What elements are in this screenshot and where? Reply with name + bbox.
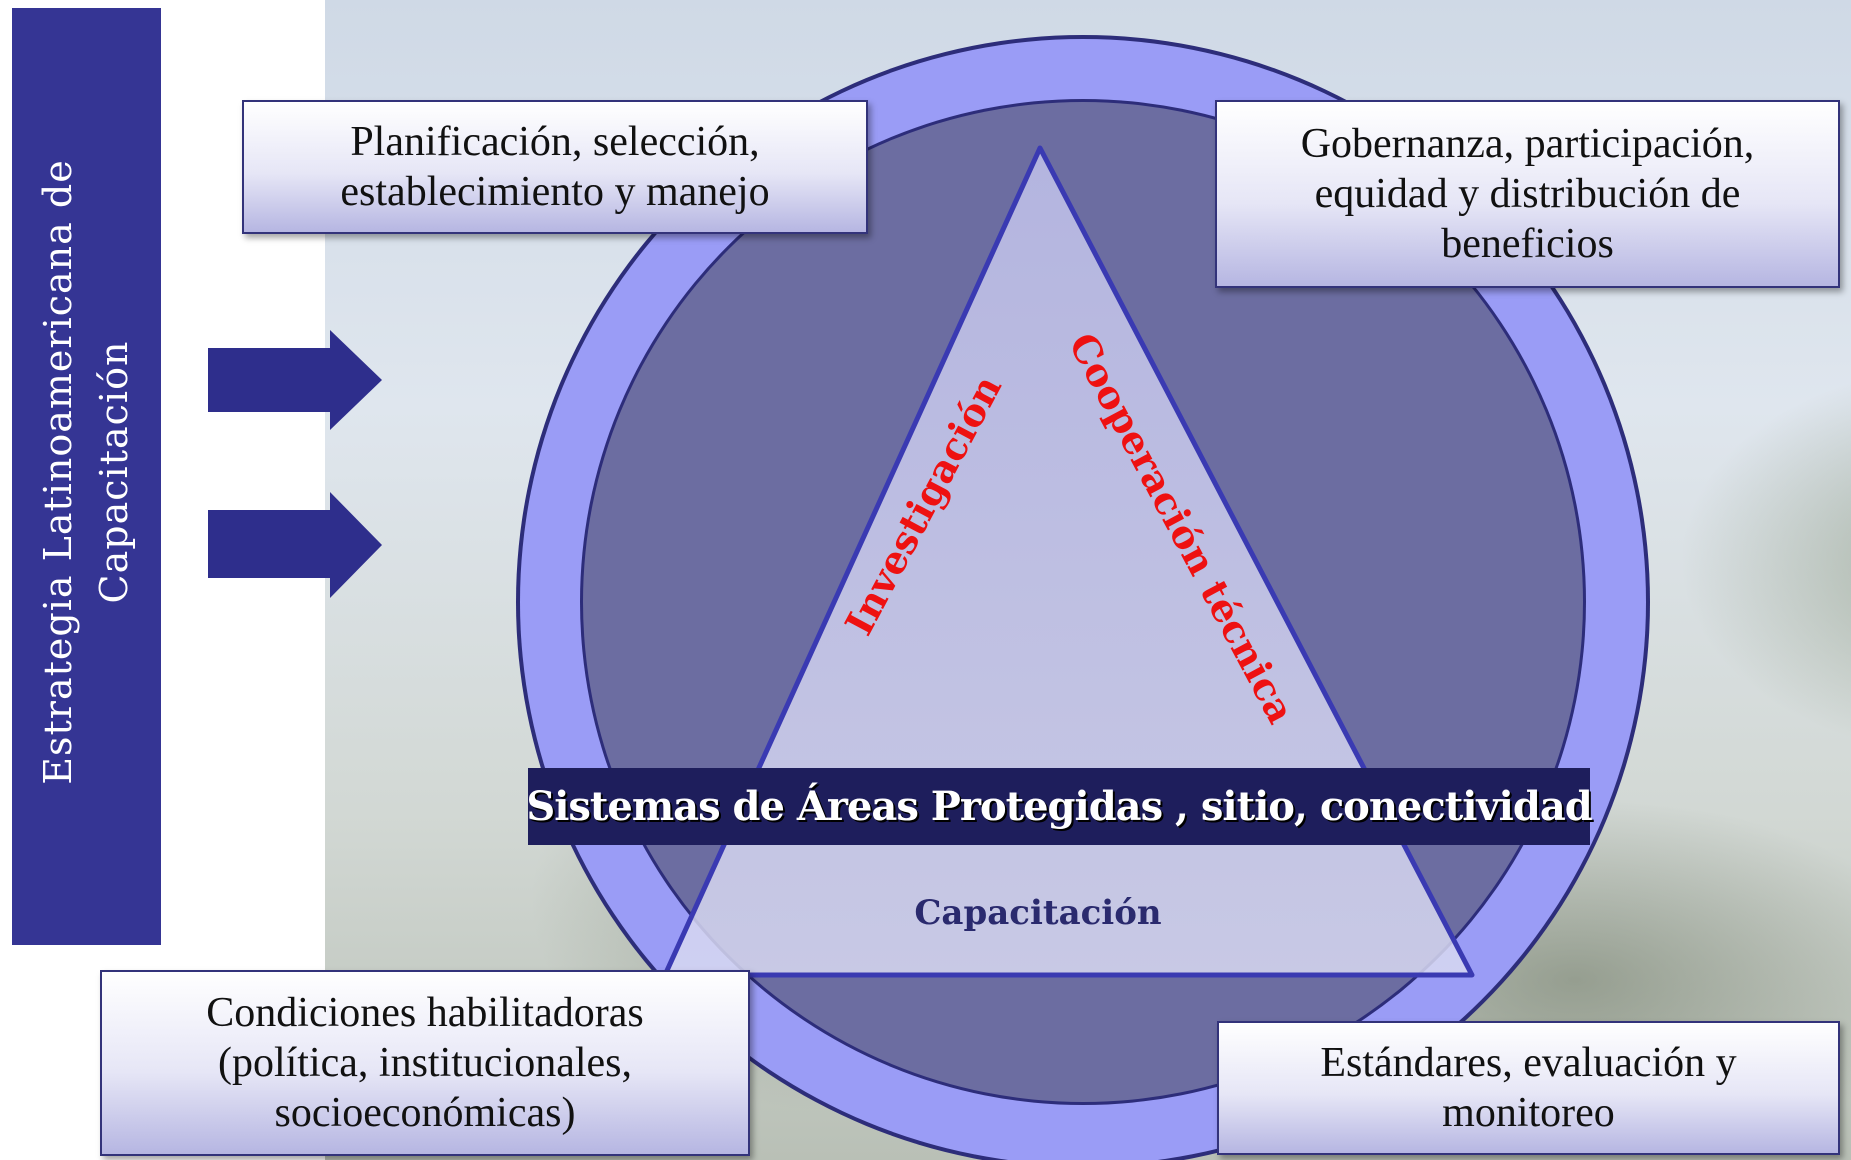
sidebar-banner <box>12 8 161 945</box>
triangle-base-label: Capacitación <box>914 893 1162 933</box>
arrow-right-icon <box>208 492 382 598</box>
box-planning: Planificación, selección, establecimient… <box>242 100 868 234</box>
protected-areas-banner: Sistemas de Áreas Protegidas , sitio, co… <box>526 768 1593 845</box>
arrow-right-icon <box>208 330 382 430</box>
box-standards: Estándares, evaluación y monitoreo <box>1217 1021 1840 1155</box>
box-governance: Gobernanza, participación, equidad y dis… <box>1215 100 1840 288</box>
box-enabling-conditions: Condiciones habilitadoras (política, ins… <box>100 970 750 1156</box>
protected-areas-label: Sistemas de Áreas Protegidas , sitio, co… <box>526 783 1592 830</box>
sidebar-title: Estrategia Latinoamericana de Capacitaci… <box>36 159 136 785</box>
